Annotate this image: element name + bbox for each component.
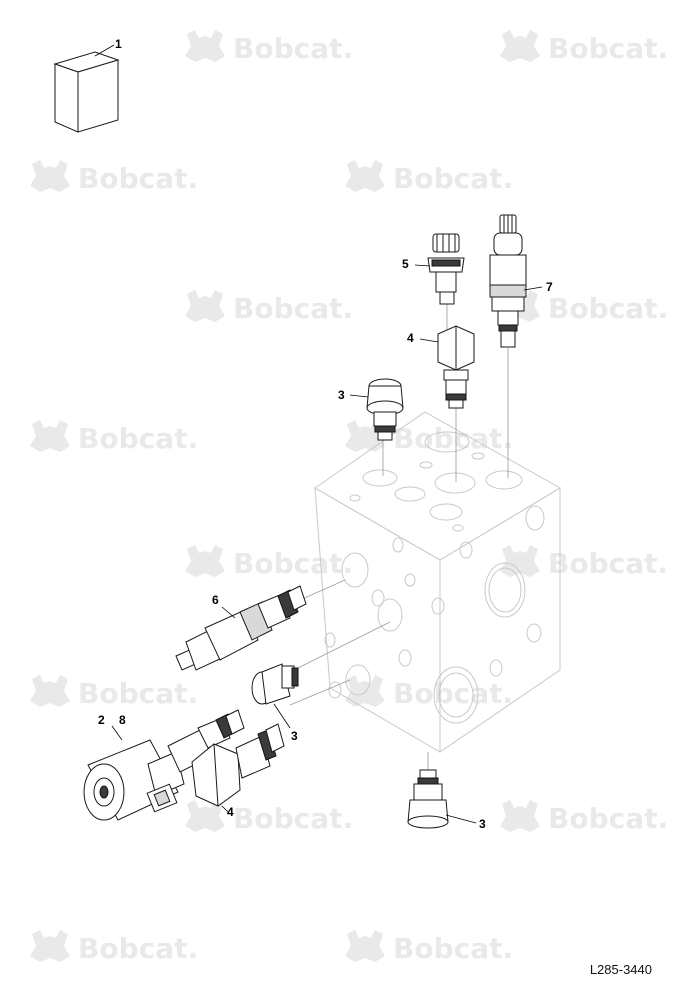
part-2-8-solenoid-coil[interactable] [83, 709, 245, 821]
bobcat-watermark-text: Bobcat. [78, 162, 198, 195]
bobcat-logo-icon [30, 420, 70, 452]
part-4-hex-cartridge-lower[interactable] [191, 723, 285, 815]
assembly-axis-lines [289, 303, 509, 770]
bobcat-watermark-text: Bobcat. [78, 932, 198, 965]
bobcat-watermark-text: Bobcat. [233, 802, 353, 835]
bobcat-watermark-text: Bobcat. [548, 802, 668, 835]
bobcat-logo-icon [185, 290, 225, 322]
callout-4-upper: 4 [407, 331, 414, 345]
bobcat-watermark-text: Bobcat. [78, 677, 198, 710]
bobcat-watermark: Bobcat. [345, 160, 513, 195]
bobcat-logo-icon [345, 675, 385, 707]
callout-5: 5 [402, 257, 409, 271]
bobcat-logo-icon [345, 160, 385, 192]
part-5-cartridge[interactable] [414, 233, 465, 305]
bobcat-watermark: Bobcat. [500, 800, 668, 835]
bobcat-watermark-text: Bobcat. [548, 292, 668, 325]
bobcat-watermark: Bobcat. [30, 160, 198, 195]
bobcat-watermark-text: Bobcat. [233, 292, 353, 325]
watermark-layer: Bobcat. Bobcat. Bobcat. Bobcat. Bobcat. Bobca… [30, 30, 668, 965]
figure-reference-code: L285-3440 [589, 962, 652, 977]
bobcat-watermark-text: Bobcat. [393, 932, 513, 965]
part-7-cartridge[interactable] [489, 214, 543, 348]
bobcat-watermark-text: Bobcat. [393, 162, 513, 195]
callout-4-lower: 4 [227, 805, 234, 819]
bobcat-logo-icon [30, 160, 70, 192]
part-1-kit-box[interactable] [53, 44, 120, 133]
callout-labels: 1 5 7 4 3 6 2 8 3 4 3 [98, 37, 553, 831]
callout-3-lower: 3 [479, 817, 486, 831]
part-3-plug-lower[interactable] [407, 769, 477, 829]
bobcat-watermark-text: Bobcat. [78, 422, 198, 455]
bobcat-logo-icon [345, 930, 385, 962]
bobcat-watermark-text: Bobcat. [233, 32, 353, 65]
bobcat-watermark: Bobcat. [185, 545, 353, 580]
bobcat-watermark: Bobcat. [345, 675, 513, 710]
bobcat-logo-icon [30, 675, 70, 707]
bobcat-watermark: Bobcat. [30, 675, 198, 710]
callout-6: 6 [212, 593, 219, 607]
callout-2: 2 [98, 713, 105, 727]
bobcat-logo-icon [30, 930, 70, 962]
part-3-plug-middle[interactable] [251, 663, 299, 729]
bobcat-watermark-text: Bobcat. [233, 547, 353, 580]
callout-1: 1 [115, 37, 122, 51]
bobcat-logo-icon [500, 800, 540, 832]
callout-7: 7 [546, 280, 553, 294]
bobcat-logo-icon [185, 30, 225, 62]
bobcat-watermark-text: Bobcat. [548, 547, 668, 580]
bobcat-watermark: Bobcat. [185, 290, 353, 325]
bobcat-watermark: Bobcat. [185, 30, 353, 65]
bobcat-logo-icon [185, 800, 225, 832]
bobcat-logo-icon [500, 30, 540, 62]
callout-3-upper: 3 [338, 388, 345, 402]
bobcat-watermark: Bobcat. [185, 800, 353, 835]
callout-8: 8 [119, 713, 126, 727]
part-3-plug-upper[interactable] [349, 378, 404, 441]
bobcat-watermark-text: Bobcat. [393, 677, 513, 710]
part-6-cartridge[interactable] [175, 585, 307, 671]
callout-3-middle: 3 [291, 729, 298, 743]
bobcat-watermark: Bobcat. [30, 930, 198, 965]
bobcat-watermark: Bobcat. [30, 420, 198, 455]
bobcat-watermark: Bobcat. [500, 545, 668, 580]
bobcat-watermark: Bobcat. [500, 30, 668, 65]
part-4-hex-cartridge-upper[interactable] [419, 325, 475, 409]
bobcat-watermark: Bobcat. [345, 930, 513, 965]
bobcat-watermark-text: Bobcat. [548, 32, 668, 65]
valve-manifold-block[interactable] [314, 411, 561, 753]
bobcat-logo-icon [185, 545, 225, 577]
bobcat-watermark-text: Bobcat. [393, 422, 513, 455]
